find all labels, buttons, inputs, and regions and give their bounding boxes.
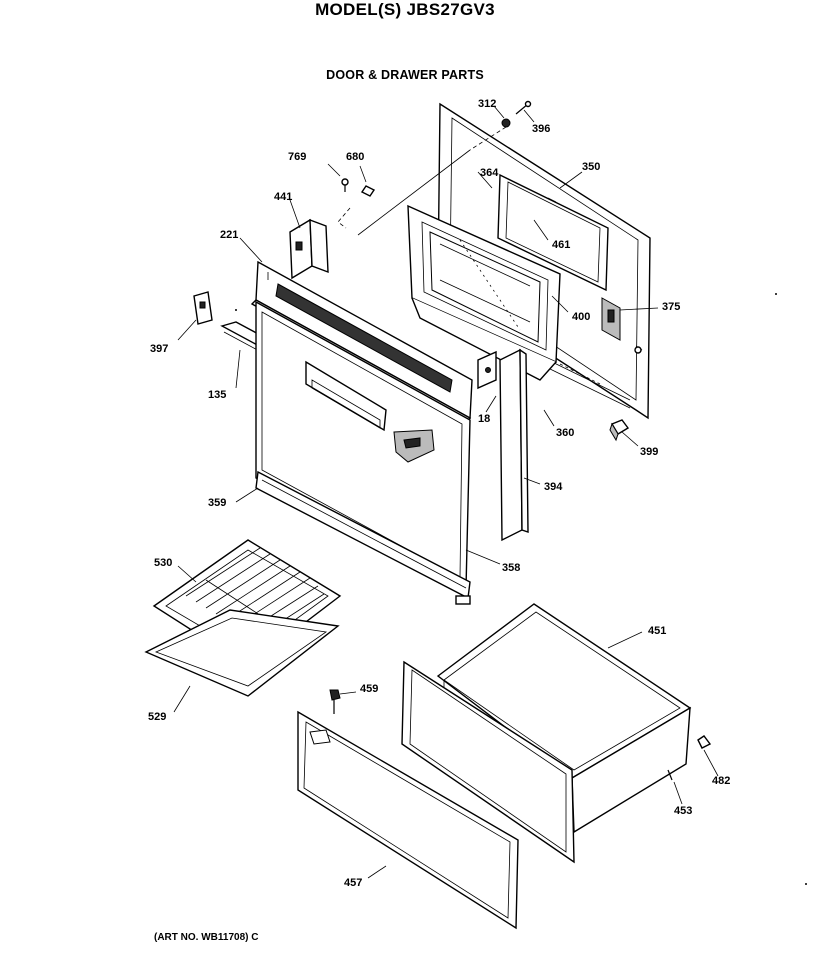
callout-529: 529: [148, 711, 166, 723]
inner-window-frame: [407, 204, 561, 364]
callout-396: 396: [532, 123, 550, 135]
side-rail-18: [477, 350, 497, 390]
drawer-side-panel: [401, 660, 575, 864]
callout-221: 221: [220, 229, 238, 241]
screw-396: [515, 100, 532, 115]
art-number: (ART NO. WB11708) C: [154, 932, 259, 943]
callout-459: 459: [360, 683, 378, 695]
callout-451: 451: [648, 625, 666, 637]
drawer-front-457: [297, 710, 519, 930]
callout-350: 350: [582, 161, 600, 173]
fastener-482: [697, 735, 712, 749]
bracket-397: [193, 291, 213, 325]
spacer-399: [609, 419, 630, 442]
callout-453: 453: [674, 805, 692, 817]
model-title: MODEL(S) JBS27GV3: [315, 0, 495, 19]
leader-lines: [173, 105, 719, 879]
broiler-pan-529: [144, 609, 340, 697]
callout-360: 360: [556, 427, 574, 439]
bottom-rail-359: [255, 470, 471, 605]
callout-364: 364: [480, 167, 499, 179]
callout-530: 530: [154, 557, 172, 569]
callout-358: 358: [502, 562, 520, 574]
callout-769: 769: [288, 151, 306, 163]
screw-312: [501, 118, 511, 128]
callout-375: 375: [662, 301, 680, 313]
hinge-441: [289, 218, 329, 280]
callout-394: 394: [544, 481, 563, 493]
callout-482: 482: [712, 775, 730, 787]
callout-312: 312: [478, 98, 496, 110]
callout-441: 441: [274, 191, 292, 203]
callout-399: 399: [640, 446, 658, 458]
channel-394: [499, 348, 529, 542]
callout-397: 397: [150, 343, 168, 355]
clip-680: [360, 185, 376, 197]
door-panel-358: [255, 300, 471, 590]
section-title: DOOR & DRAWER PARTS: [326, 68, 484, 82]
screw-459: [329, 689, 341, 714]
screw-769: [341, 178, 349, 192]
callout-461: 461: [552, 239, 570, 251]
callout-400: 400: [572, 311, 590, 323]
callout-457: 457: [344, 877, 362, 889]
callout-135: 135: [208, 389, 226, 401]
callout-359: 359: [208, 497, 226, 509]
screw-453: [667, 769, 673, 781]
callout-680: 680: [346, 151, 364, 163]
callout-18: 18: [478, 413, 490, 425]
